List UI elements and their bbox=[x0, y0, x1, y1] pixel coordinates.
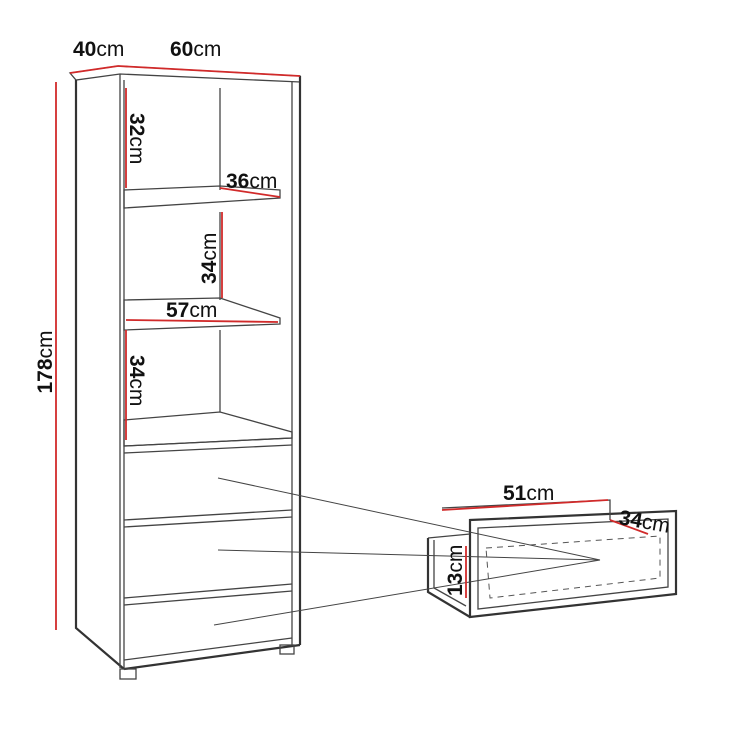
leader-drawer-3 bbox=[213, 559, 601, 626]
drawer-3-top bbox=[123, 590, 293, 606]
shelf-2 bbox=[123, 297, 281, 331]
label-shelf1-height: 32cm bbox=[125, 113, 148, 164]
cabinet-bottom-edge bbox=[123, 643, 301, 671]
cabinet-plinth-line bbox=[123, 637, 293, 661]
drawer-side-top bbox=[441, 499, 611, 520]
dim-line-shelf-depth bbox=[219, 187, 281, 198]
label-shelf2-height: 34cm bbox=[198, 233, 221, 284]
drawer-2-top bbox=[123, 516, 293, 528]
label-height: 178cm bbox=[34, 330, 57, 393]
label-shelf3-height: 34cm bbox=[125, 355, 148, 406]
label-drawer-width: 51cm bbox=[503, 482, 554, 505]
dimension-lines bbox=[55, 65, 649, 630]
label-shelf-depth: 36cm bbox=[226, 170, 277, 193]
label-depth: 40cm bbox=[73, 38, 124, 61]
dim-line-shelf-width bbox=[125, 319, 279, 323]
leader-lines bbox=[213, 477, 601, 626]
label-shelf-width: 57cm bbox=[166, 299, 217, 322]
drawer-top-edge bbox=[123, 437, 293, 447]
drawer-1-top bbox=[123, 444, 293, 454]
drawer-side-front bbox=[427, 533, 471, 539]
drawer-front-inner bbox=[477, 518, 669, 610]
drawer-front-panel bbox=[468, 509, 678, 619]
drawer-left-box bbox=[426, 538, 471, 618]
leader-drawer-1 bbox=[217, 477, 601, 561]
dim-line-width bbox=[117, 65, 301, 77]
cabinet-left-side bbox=[74, 80, 125, 670]
cabinet-foot-front bbox=[119, 668, 137, 680]
cabinet-foot-back bbox=[279, 644, 295, 655]
drawer-2-bottom bbox=[123, 583, 293, 599]
dim-line-drawer-width bbox=[441, 499, 609, 511]
label-drawer-height: 13cm bbox=[444, 545, 467, 596]
drawer-hidden-box bbox=[485, 535, 661, 599]
dim-line-drawer-depth bbox=[609, 519, 649, 535]
cabinet bbox=[68, 65, 302, 680]
shelf-1 bbox=[123, 185, 281, 209]
dimension-labels: 40cm 60cm 178cm 32cm 36cm 34cm 57cm 34cm… bbox=[34, 38, 672, 596]
label-drawer-depth: 34cm bbox=[617, 506, 672, 538]
dim-line-depth bbox=[69, 65, 119, 74]
label-width: 60cm bbox=[170, 38, 221, 61]
drawer-1-bottom bbox=[123, 509, 293, 521]
drawer-detail bbox=[426, 499, 678, 619]
leader-drawer-2 bbox=[217, 549, 601, 561]
shelf-3 bbox=[123, 411, 293, 447]
